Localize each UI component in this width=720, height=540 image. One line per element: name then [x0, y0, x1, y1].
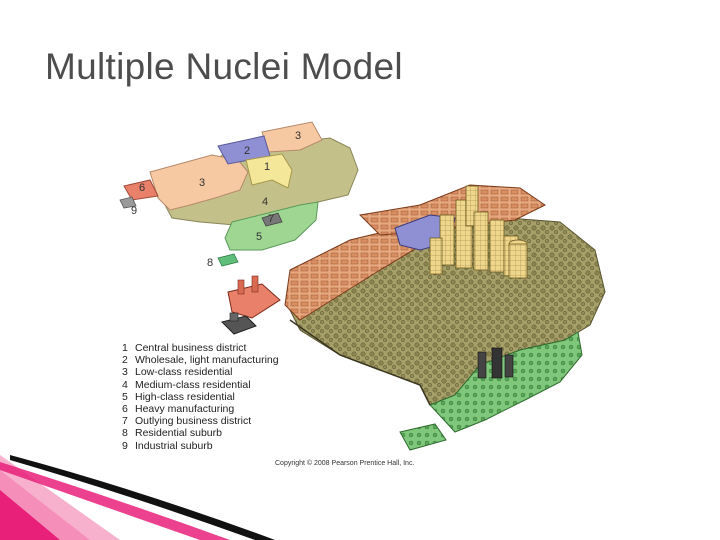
zone-label-9: 9: [131, 205, 137, 217]
city-zone-5: [429, 331, 583, 433]
zone-label-2: 2: [244, 145, 250, 157]
city-zone-9: [221, 312, 257, 335]
zone-8-area: [217, 253, 239, 267]
city-zone-7: [477, 347, 514, 379]
zone-5-area: [224, 201, 319, 251]
zone-label-6: 6: [139, 182, 145, 194]
zone-label-5: 5: [256, 231, 262, 243]
copyright-notice: Copyright © 2008 Pearson Prentice Hall, …: [275, 460, 415, 467]
zone-label-3-top: 3: [295, 130, 301, 142]
city-zone-1-cbd: [429, 185, 528, 279]
city-zone-6: [227, 275, 281, 319]
city-zone-8: [399, 423, 447, 451]
perspective-city: [221, 184, 606, 451]
zone-6-area: [123, 179, 159, 201]
zone-1-area: [245, 153, 293, 189]
zone-label-7: 7: [268, 213, 274, 225]
zone-label-8: 8: [207, 257, 213, 269]
zone-7-area: [261, 212, 283, 227]
zone-label-1: 1: [264, 161, 270, 173]
zone-label-3-left: 3: [199, 177, 205, 189]
flat-map: 1 2 3 3 4 5 6 7 8 9: [119, 121, 359, 269]
slide-title: Multiple Nuclei Model: [45, 46, 403, 87]
zone-label-4: 4: [262, 196, 268, 208]
zone-9-area: [119, 196, 137, 209]
city-zone-3-base: [284, 227, 432, 321]
